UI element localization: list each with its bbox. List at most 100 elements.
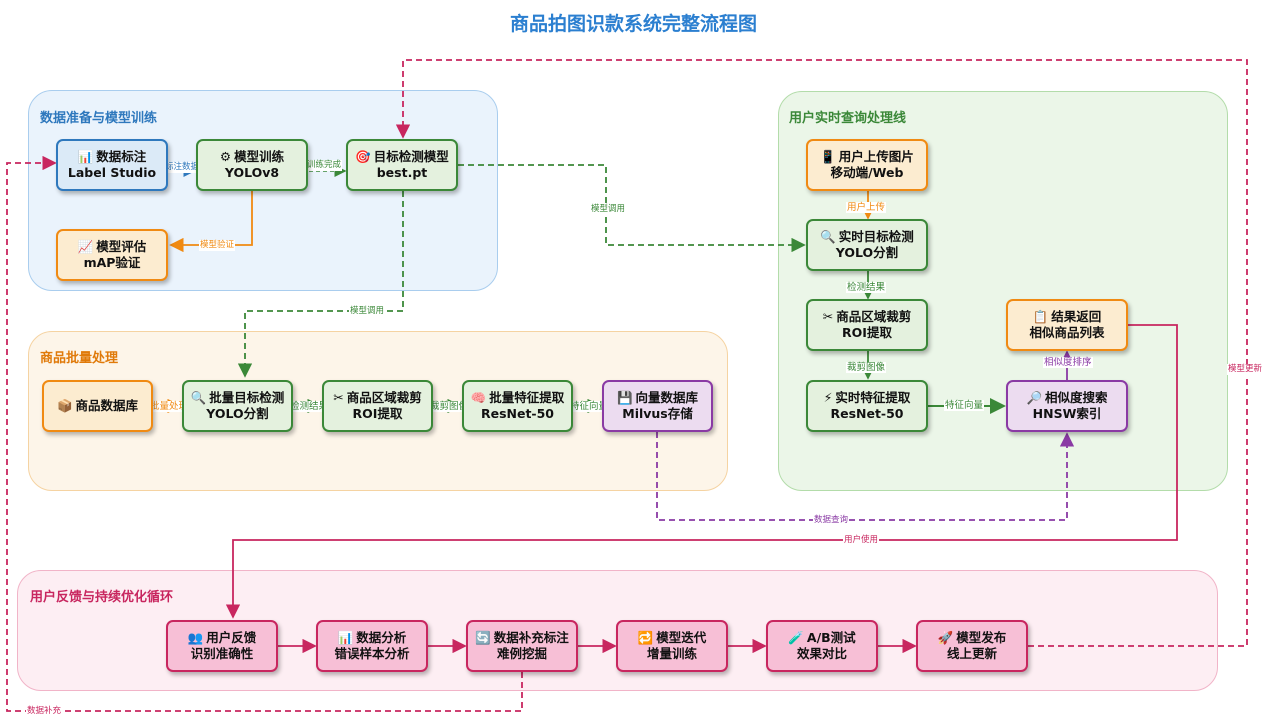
- node-vector-db-title: 向量数据库: [635, 390, 699, 405]
- node-detection-model-title: 目标检测模型: [373, 149, 449, 164]
- mobile-icon: 📱: [820, 149, 836, 164]
- node-product-db[interactable]: 📦商品数据库: [42, 380, 153, 432]
- node-result-return[interactable]: 📋结果返回 相似商品列表: [1006, 299, 1128, 351]
- node-detection-model[interactable]: 🎯目标检测模型 best.pt: [346, 139, 458, 191]
- region-label-query: 用户实时查询处理线: [789, 111, 907, 126]
- brain-icon: 🧠: [470, 390, 487, 405]
- edge-label-similarity-sort: 相似度排序: [1043, 357, 1093, 368]
- edge-label-feature-vector-rt: 特征向量: [944, 400, 985, 411]
- node-batch-feature-sub: ResNet-50: [480, 406, 555, 421]
- node-model-training-sub: YOLOv8: [224, 165, 280, 180]
- node-user-feedback-sub: 识别准确性: [190, 646, 254, 661]
- magnifier-icon: 🔍: [820, 229, 836, 244]
- node-realtime-crop[interactable]: ✂商品区域裁剪 ROI提取: [806, 299, 928, 351]
- edge-user-use: [225, 324, 1178, 619]
- edge-label-model-call-batch: 模型调用: [349, 306, 386, 317]
- node-realtime-crop-title: 商品区域裁剪: [836, 309, 912, 324]
- node-realtime-detect[interactable]: 🔍实时目标检测 YOLO分割: [806, 219, 928, 271]
- node-batch-detect-title: 批量目标检测: [209, 390, 285, 405]
- gear-icon: ⚙: [219, 149, 232, 164]
- edge-data-supplement: [6, 155, 523, 712]
- node-data-supplement[interactable]: 🔄数据补充标注 难例挖掘: [466, 620, 578, 672]
- node-realtime-feature-title: 实时特征提取: [835, 390, 911, 405]
- edge-label-model-update: 模型更新: [1227, 364, 1264, 375]
- node-result-return-title: 结果返回: [1051, 309, 1102, 324]
- node-realtime-crop-sub: ROI提取: [842, 325, 892, 340]
- diagram-title: 商品拍图识款系统完整流程图: [509, 13, 757, 35]
- node-detection-model-sub: best.pt: [376, 165, 428, 180]
- chart-icon: 📊: [337, 630, 354, 645]
- chart-icon: 📊: [77, 149, 94, 164]
- node-model-release-sub: 线上更新: [946, 646, 997, 661]
- node-batch-feature[interactable]: 🧠批量特征提取 ResNet-50: [462, 380, 573, 432]
- edge-label-crop-image-rt: 裁剪图像: [846, 362, 887, 373]
- node-model-training-title: 模型训练: [234, 149, 285, 164]
- node-label-studio[interactable]: 📊数据标注 Label Studio: [56, 139, 168, 191]
- node-upload-image-sub: 移动端/Web: [830, 165, 904, 180]
- node-realtime-feature[interactable]: ⚡实时特征提取 ResNet-50: [806, 380, 928, 432]
- edge-label-batch-process: 批量处理: [149, 401, 190, 412]
- node-similarity-search-sub: HNSW索引: [1032, 406, 1102, 421]
- node-model-eval-sub: mAP验证: [83, 255, 141, 270]
- edge-label-feature-vector-batch: 特征向量: [569, 401, 610, 412]
- node-user-feedback[interactable]: 👥用户反馈 识别准确性: [166, 620, 278, 672]
- node-ab-test[interactable]: 🧪A/B测试 效果对比: [766, 620, 878, 672]
- target-icon: 🎯: [355, 149, 371, 164]
- node-vector-db[interactable]: 💾向量数据库 Milvus存储: [602, 380, 713, 432]
- node-batch-detect-sub: YOLO分割: [206, 406, 269, 421]
- edge-label-annotate: 标注数据: [164, 162, 201, 173]
- cycle-icon: 🔁: [637, 630, 654, 645]
- node-batch-feature-title: 批量特征提取: [489, 390, 565, 405]
- edge-label-model-validate: 模型验证: [199, 240, 236, 251]
- node-data-analysis-sub: 错误样本分析: [334, 646, 410, 661]
- edge-label-user-use: 用户使用: [843, 535, 880, 546]
- edge-label-train-done: 训练完成: [306, 160, 343, 171]
- node-model-eval[interactable]: 📈模型评估 mAP验证: [56, 229, 168, 281]
- node-realtime-detect-sub: YOLO分割: [835, 245, 899, 260]
- scissors-icon: ✂: [822, 309, 834, 324]
- node-data-analysis[interactable]: 📊数据分析 错误样本分析: [316, 620, 428, 672]
- node-model-eval-title: 模型评估: [96, 239, 147, 254]
- node-model-release[interactable]: 🚀模型发布 线上更新: [916, 620, 1028, 672]
- node-label-studio-title: 数据标注: [96, 149, 147, 164]
- floppy-disk-icon: 💾: [616, 390, 633, 405]
- clipboard-icon: 📋: [1032, 309, 1049, 324]
- edge-data-query: [656, 432, 1075, 521]
- test-tube-icon: 🧪: [788, 630, 804, 645]
- search-icon: 🔎: [1026, 390, 1043, 405]
- package-icon: 📦: [56, 398, 73, 413]
- scissors-icon: ✂: [333, 390, 344, 405]
- node-product-db-title: 商品数据库: [75, 398, 139, 413]
- node-batch-crop-title: 商品区域裁剪: [346, 390, 422, 405]
- region-label-batch: 商品批量处理: [40, 351, 119, 366]
- node-model-iterate-title: 模型迭代: [656, 630, 707, 645]
- region-label-feedback: 用户反馈与持续优化循环: [30, 590, 174, 605]
- node-batch-detect[interactable]: 🔍批量目标检测 YOLO分割: [182, 380, 293, 432]
- edge-label-detect-result-rt: 检测结果: [846, 282, 887, 293]
- node-data-analysis-title: 数据分析: [356, 630, 407, 645]
- node-ab-test-title: A/B测试: [806, 630, 856, 645]
- edge-model-call-batch: [237, 191, 404, 378]
- edge-label-user-upload: 用户上传: [846, 202, 887, 213]
- edge-model-call-query: [458, 164, 806, 253]
- node-similarity-search-title: 相似度搜索: [1045, 390, 1108, 405]
- rocket-icon: 🚀: [937, 630, 954, 645]
- node-data-supplement-sub: 难例挖掘: [496, 646, 547, 661]
- node-result-return-sub: 相似商品列表: [1029, 325, 1105, 340]
- edge-model-update: [395, 59, 1248, 647]
- edge-label-data-supplement: 数据补充: [26, 706, 63, 717]
- node-model-iterate[interactable]: 🔁模型迭代 增量训练: [616, 620, 728, 672]
- edge-label-detect-result-batch: 检测结果: [289, 401, 330, 412]
- node-batch-crop[interactable]: ✂商品区域裁剪 ROI提取: [322, 380, 433, 432]
- node-vector-db-sub: Milvus存储: [622, 406, 693, 421]
- node-data-supplement-title: 数据补充标注: [493, 630, 569, 645]
- magnifier-icon: 🔍: [190, 390, 207, 405]
- trend-chart-icon: 📈: [77, 239, 94, 254]
- node-upload-image[interactable]: 📱用户上传图片 移动端/Web: [806, 139, 928, 191]
- node-upload-image-title: 用户上传图片: [838, 149, 914, 164]
- node-realtime-detect-title: 实时目标检测: [838, 229, 914, 244]
- node-model-training[interactable]: ⚙模型训练 YOLOv8: [196, 139, 308, 191]
- node-similarity-search[interactable]: 🔎相似度搜索 HNSW索引: [1006, 380, 1128, 432]
- region-label-training: 数据准备与模型训练: [40, 111, 158, 126]
